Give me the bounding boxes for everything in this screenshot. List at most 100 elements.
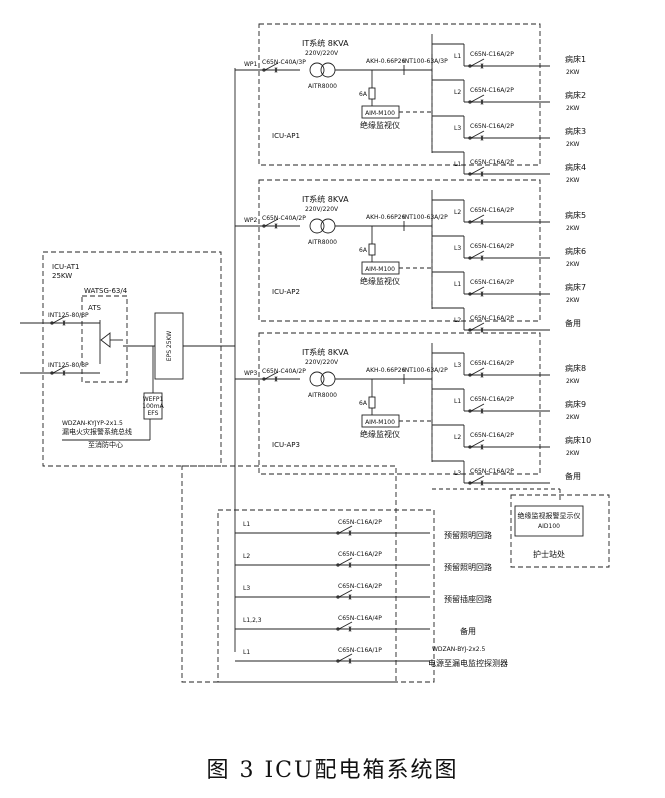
panel-2-circuit-2-power: 2KW [566, 261, 580, 268]
panel-3-enclosure [258, 332, 541, 475]
panel-1-xfmr-b [320, 62, 336, 78]
panel-2-name: ICU-AP2 [272, 288, 300, 296]
panel-1-monitor-label: 绝缘监视仪 [360, 120, 400, 130]
bottom-circuit-2-switch-tick-b [348, 562, 352, 568]
at-name: ICU-AT1 [52, 263, 79, 271]
panel-3-circuit-3-load: 病床10 [565, 435, 591, 445]
panel-3-circuit-4-switch-blade [470, 475, 485, 484]
panel-2-circuit-2-phase: L3 [454, 245, 461, 252]
bottom-circuit-4-switch-blade [338, 621, 353, 630]
panel-3-breaker: C65N-C40A/2P [262, 368, 306, 375]
panel-3-circuit-2-switch-tick-b [480, 408, 484, 414]
panel-2-transformer: AITR8000 [308, 239, 337, 246]
wefp-line-1: WEFP1 [143, 396, 164, 403]
panel-3-it-label: IT系统 8KVA [302, 347, 349, 357]
panel-1-circuit-2-switch-tick-b [480, 99, 484, 105]
bottom-circuit-2-switch-blade [338, 557, 353, 566]
panel-2-xfmr-b [320, 218, 336, 234]
panel-1-main-switch-blade [264, 62, 279, 71]
fire-cable: WDZAN-KYJYP-2x1.5 [62, 420, 123, 427]
input-breaker-label-2: INT125-80/3P [48, 362, 89, 369]
bottom-circuit-2-desc: 预留照明回路 [444, 562, 492, 572]
at-power: 25KW [52, 272, 72, 280]
panel-2-circuit-2-load: 病床6 [565, 246, 586, 256]
panel-1-akh: AKH-0.66P26 [366, 58, 406, 65]
panel-2-circuit-2-breaker: C65N-C16A/2P [470, 243, 514, 250]
bottom-cable: WDZAN-BYJ-2x2.5 [432, 646, 485, 653]
panel-1-transformer: AITR8000 [308, 83, 337, 90]
panel-2-xfmr-a [309, 218, 325, 234]
panel-3-main-switch-tick-b [274, 376, 278, 382]
panel-2-breaker: C65N-C40A/2P [262, 215, 306, 222]
panel-1-enclosure [258, 23, 541, 166]
panel-2-circuit-1-breaker: C65N-C16A/2P [470, 207, 514, 214]
panel-3-circuit-1-switch-tick-b [480, 372, 484, 378]
alarm-title: 绝缘监视报警显示仪 [518, 511, 581, 520]
panel-3-circuit-4-phase: L3 [454, 470, 461, 477]
panel-2-fuse [368, 243, 376, 256]
panel-1-circuit-1-switch-blade [470, 58, 485, 67]
panel-1-main-switch-tick-b [274, 67, 278, 73]
bottom-circuit-5-breaker: C65N-C16A/1P [338, 647, 382, 654]
panel-3-circuit-3-phase: L2 [454, 434, 461, 441]
bottom-circuit-3-switch-blade [338, 589, 353, 598]
panel-3-circuit-2-phase: L1 [454, 398, 461, 405]
input-switch-2-blade [52, 365, 67, 374]
fire-dest: 至消防中心 [88, 440, 123, 449]
panel-2-circuit-3-breaker: C65N-C16A/2P [470, 279, 514, 286]
panel-3-circuit-1-power: 2KW [566, 378, 580, 385]
panel-3-circuit-2-load: 病床9 [565, 399, 586, 409]
panel-3-xfmr-b [320, 371, 336, 387]
panel-1-circuit-3-load: 病床3 [565, 126, 586, 136]
bottom-enclosure [217, 509, 435, 683]
panel-1-fuse [368, 87, 376, 100]
panel-3-circuit-1-switch-blade [470, 367, 485, 376]
panel-1-circuit-3-breaker: C65N-C16A/2P [470, 123, 514, 130]
panel-1-circuit-2-breaker: C65N-C16A/2P [470, 87, 514, 94]
panel-1-breaker: C65N-C40A/3P [262, 59, 306, 66]
panel-1-circuit-1-load: 病床1 [565, 54, 586, 64]
bottom-circuit-1-phase: L1 [243, 521, 250, 528]
panel-1-monitor-model: AIM-M100 [365, 110, 395, 117]
panel-1-voltage: 220V/220V [305, 50, 339, 57]
panel-1-circuit-3-switch-blade [470, 130, 485, 139]
ats-box [81, 295, 128, 383]
panel-2-circuit-2-switch-blade [470, 250, 485, 259]
bottom-circuit-1-switch-blade [338, 525, 353, 534]
panel-2-monitor-label: 绝缘监视仪 [360, 276, 400, 286]
panel-3-fuse [368, 396, 376, 409]
bottom-circuit-5-switch-tick-b [348, 658, 352, 664]
panel-1-circuit-2-phase: L2 [454, 89, 461, 96]
at-enclosure [42, 251, 222, 467]
panel-1-circuit-3-phase: L3 [454, 125, 461, 132]
panel-2-monitor-model: AIM-M100 [365, 266, 395, 273]
panel-2-circuit-4-load: 备用 [565, 318, 581, 328]
bottom-circuit-1-switch-tick-b [348, 530, 352, 536]
input-switch-1-tick-b [62, 320, 66, 326]
panel-1-fuse-label: 6A [359, 91, 368, 98]
bottom-circuit-1-desc: 预留照明回路 [444, 530, 492, 540]
panel-2-circuit-1-power: 2KW [566, 225, 580, 232]
panel-2-circuit-3-switch-blade [470, 286, 485, 295]
ats-label: ATS [88, 304, 102, 312]
panel-1-it-label: IT系统 8KVA [302, 38, 349, 48]
panel-2-enclosure [258, 179, 541, 322]
panel-2-circuit-1-load: 病床5 [565, 210, 586, 220]
panel-1-feed-label: WP1 [244, 61, 258, 68]
bottom-circuit-5-phase: L1 [243, 649, 250, 656]
eps-label: EPS 25KW [166, 331, 173, 361]
bottom-circuit-4-phase: L1,2,3 [243, 617, 262, 624]
panel-3-circuit-4-breaker: C65N-C16A/2P [470, 468, 514, 475]
panel-2-voltage: 220V/220V [305, 206, 339, 213]
panel-2-circuit-4-switch-tick-b [480, 327, 484, 333]
panel-3-monitor-label: 绝缘监视仪 [360, 429, 400, 439]
panel-2-circuit-1-switch-blade [470, 214, 485, 223]
panel-1-circuit-1-breaker: C65N-C16A/2P [470, 51, 514, 58]
panel-2-circuit-3-switch-tick-b [480, 291, 484, 297]
panel-1-circuit-3-switch-tick-b [480, 135, 484, 141]
panel-3-circuit-1-breaker: C65N-C16A/2P [470, 360, 514, 367]
panel-2-akh: AKH-0.66P26 [366, 214, 406, 221]
panel-3-circuit-3-switch-blade [470, 439, 485, 448]
panel-1-circuit-1-switch-tick-b [480, 63, 484, 69]
